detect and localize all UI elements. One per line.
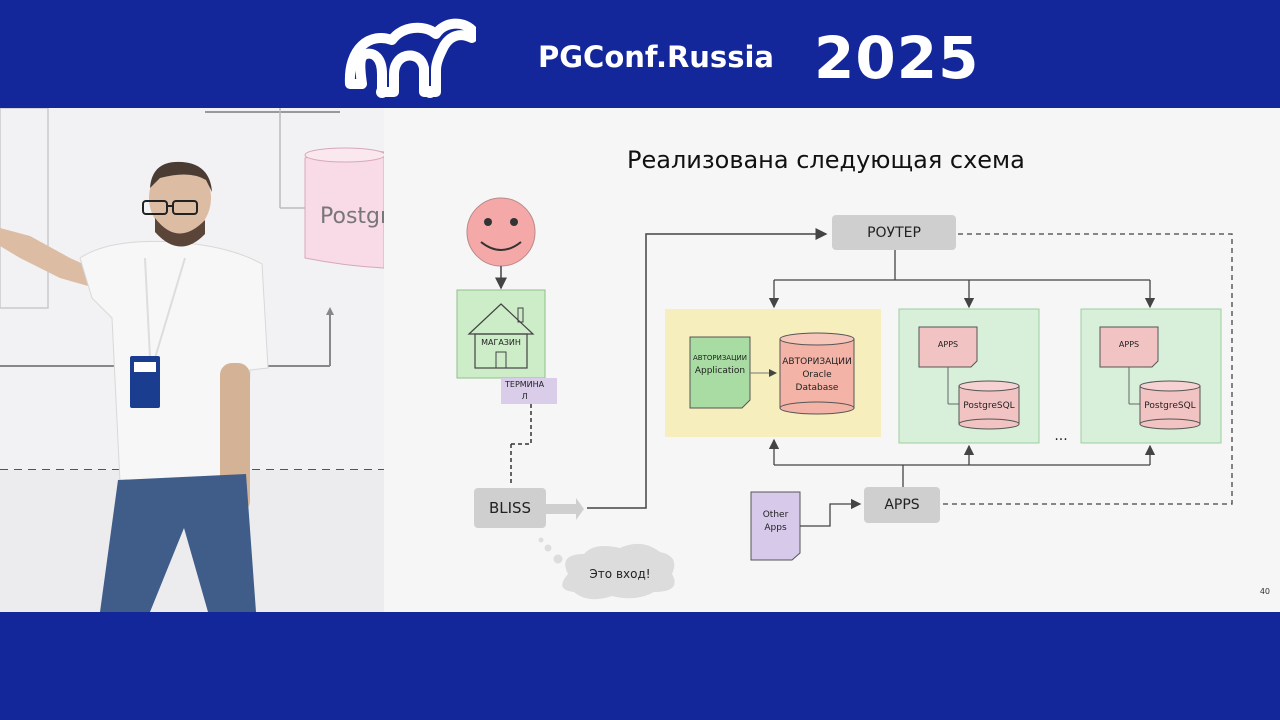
other-apps-line2: Apps bbox=[764, 523, 787, 533]
auth-db-line1: АВТОРИЗАЦИИ bbox=[782, 356, 852, 367]
speech-bubble: Это вход! bbox=[589, 567, 651, 581]
auth-db-line2: Oracle bbox=[802, 369, 832, 380]
background-slide-projection bbox=[0, 108, 384, 612]
elephant-logo-icon bbox=[344, 18, 476, 98]
auth-app-line2: Application bbox=[694, 366, 746, 376]
customer-face-icon bbox=[466, 197, 536, 267]
apps-main-node: APPS bbox=[864, 487, 940, 523]
more-groups-ellipsis: ... bbox=[1054, 428, 1068, 444]
auth-db-line3: Database bbox=[795, 382, 839, 393]
postgresql-database-icon bbox=[958, 380, 1020, 430]
oracle-database-label: АВТОРИЗАЦИИ Oracle Database bbox=[780, 354, 854, 396]
shop-house-icon bbox=[456, 289, 546, 379]
apps-box-2: APPS bbox=[1118, 339, 1140, 349]
postgresql-label-1: PostgreSQL bbox=[963, 401, 1015, 411]
postgresql-label-2: PostgreSQL bbox=[1144, 401, 1196, 411]
terminal-box: ТЕРМИНА Л bbox=[501, 378, 557, 404]
architecture-diagram bbox=[456, 197, 1233, 600]
conference-banner: PGConf.Russia 2025 bbox=[0, 0, 1280, 108]
bliss-node: BLISS bbox=[474, 488, 546, 528]
slide-page-number: 40 bbox=[1259, 587, 1270, 596]
other-apps-doc: Other Apps bbox=[751, 506, 800, 538]
speaker-figure bbox=[0, 161, 269, 612]
other-apps-line1: Other bbox=[762, 510, 789, 520]
background-slide-text: Postgr bbox=[320, 204, 384, 229]
presentation-slide: Реализована следующая схема bbox=[384, 108, 1280, 612]
auth-application-doc: АВТОРИЗАЦИИ Application bbox=[690, 350, 750, 380]
slide-title: Реализована следующая схема bbox=[627, 146, 1025, 174]
apps-box-1: APPS bbox=[937, 339, 959, 349]
postgresql-database-icon bbox=[1139, 380, 1201, 430]
auth-app-line1: АВТОРИЗАЦИИ bbox=[692, 354, 748, 362]
shop-label: МАГАЗИН bbox=[481, 337, 521, 347]
conference-name: PGConf.Russia bbox=[538, 40, 774, 74]
router-node: РОУТЕР bbox=[832, 215, 956, 250]
oracle-database-icon bbox=[779, 332, 855, 415]
speaker-video: Postgr bbox=[0, 108, 384, 612]
conference-year: 2025 bbox=[814, 24, 980, 92]
bottom-band bbox=[0, 612, 1280, 720]
